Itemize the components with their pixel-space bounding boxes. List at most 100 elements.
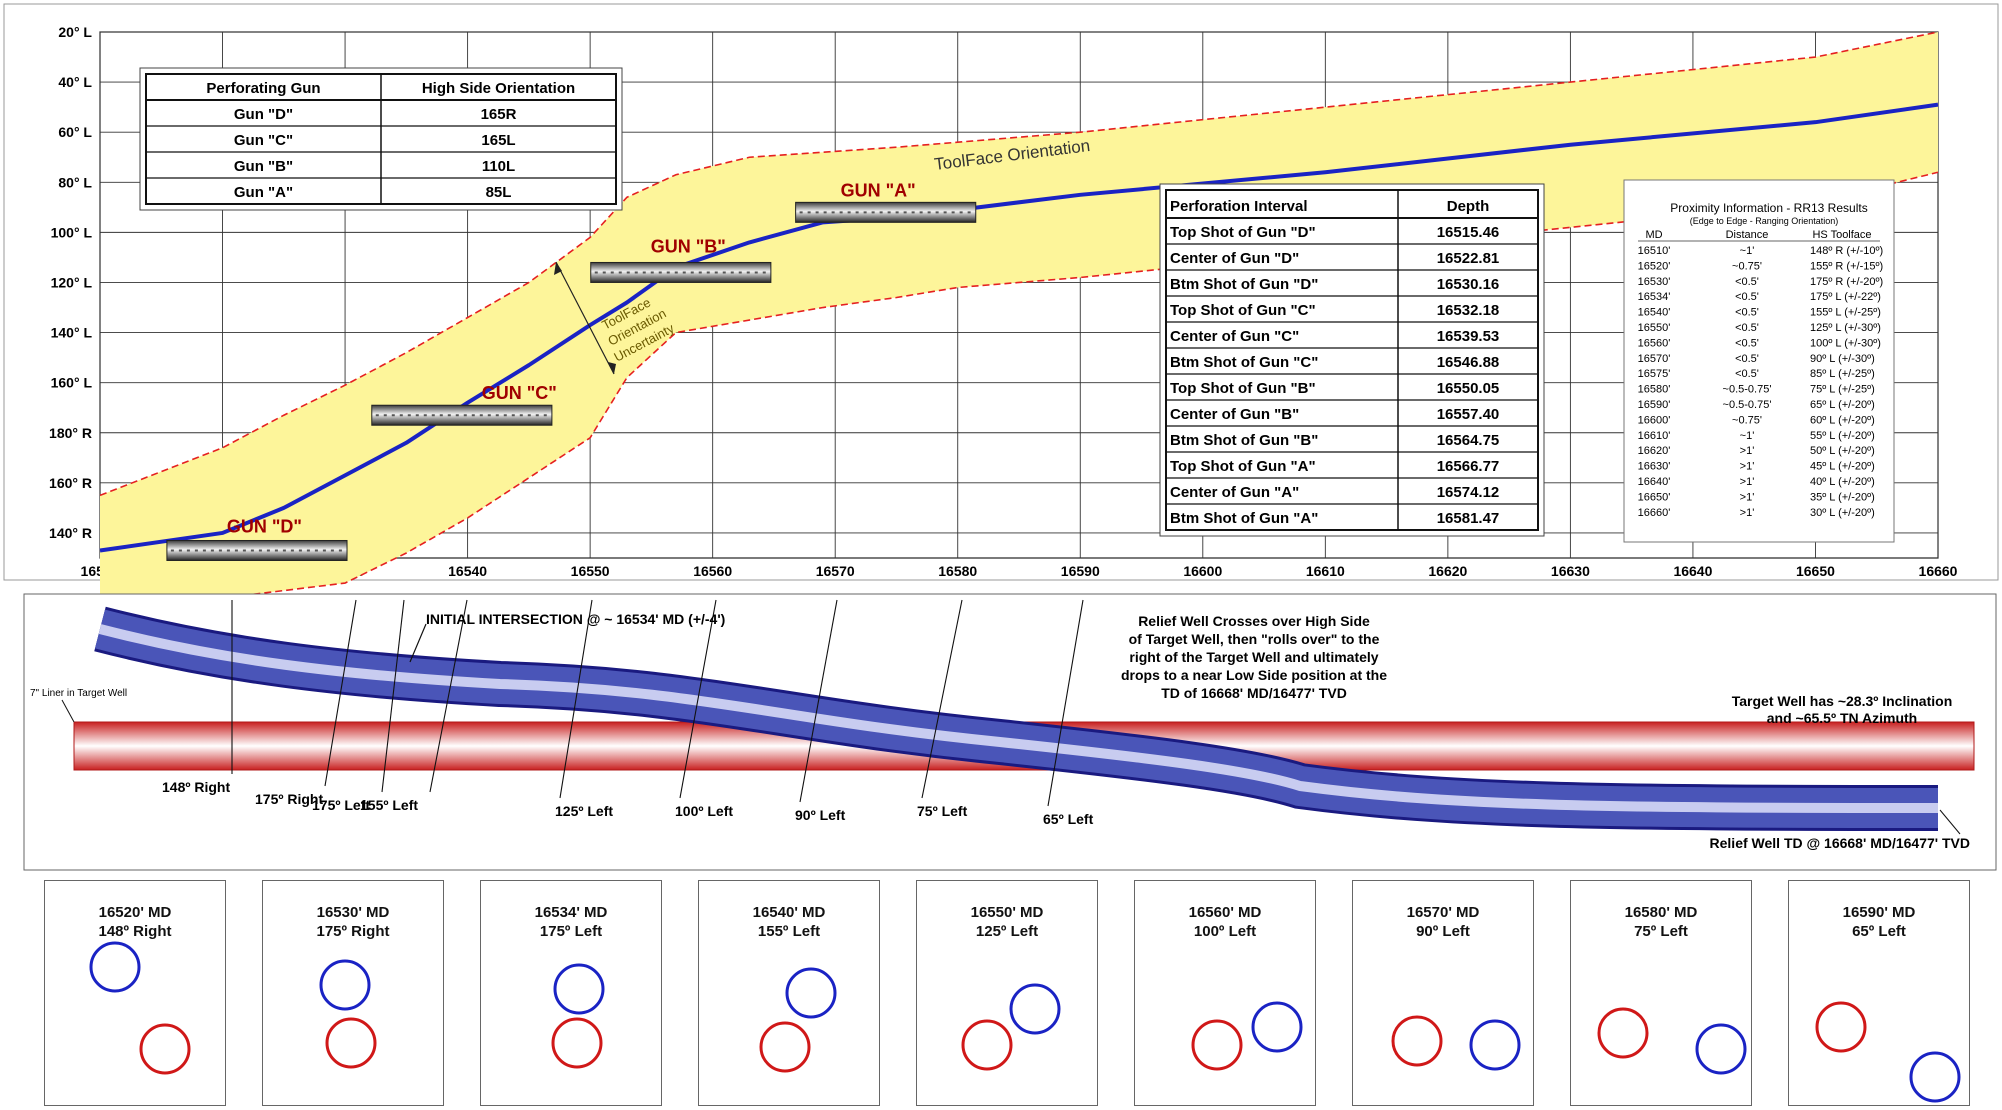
cross-section-md: 16560' MD	[1188, 904, 1262, 921]
cross-section-orientation: 148º Right	[98, 923, 172, 940]
proximity-header: HS Toolface	[1812, 229, 1871, 241]
proximity-cell: 16580'	[1638, 384, 1671, 396]
perf-table-cell: Top Shot of Gun "B"	[1170, 380, 1316, 397]
y-tick-label: 40° L	[58, 74, 92, 90]
cross-section-md: 16570' MD	[1406, 904, 1480, 921]
target-well-circle	[1391, 1015, 1443, 1067]
relief-well-circle	[89, 941, 141, 993]
proximity-cell: <0.5'	[1735, 276, 1759, 288]
proximity-cell: >1'	[1740, 461, 1755, 473]
proximity-cell: >1'	[1740, 491, 1755, 503]
proximity-cell: ~0.75'	[1732, 414, 1762, 426]
proximity-cell: 175º R (+/-20º)	[1810, 276, 1883, 288]
perf-table-cell: 16557.40	[1437, 406, 1500, 423]
cross-section-drawing	[759, 967, 837, 1073]
orientation-label: 100º Left	[675, 803, 733, 819]
cross-section-orientation: 155º Left	[757, 923, 821, 940]
proximity-cell: 16540'	[1638, 307, 1671, 319]
gun-body	[371, 404, 553, 426]
gun-table-cell: Gun "A"	[234, 184, 293, 201]
perf-table-cell: 16550.05	[1437, 380, 1500, 397]
band-upper-edge	[99, 31, 1939, 497]
proximity-cell: 16650'	[1638, 491, 1671, 503]
proximity-box	[1623, 179, 1895, 543]
td-label: Relief Well TD @ 16668' MD/16477' TVD	[1710, 835, 1970, 851]
proximity-cell: 35º L (+/-20º)	[1810, 491, 1875, 503]
gun-table-header: Perforating Gun	[206, 80, 320, 97]
perf-table-cell: Center of Gun "C"	[1170, 328, 1299, 345]
perf-table-cell: Center of Gun "B"	[1170, 406, 1299, 423]
crossing-note: drops to a near Low Side position at the	[1121, 667, 1387, 683]
y-tick-label: 160° R	[49, 475, 92, 491]
proximity-cell: <0.5'	[1735, 307, 1759, 319]
y-tick-label: 120° L	[51, 274, 93, 290]
relief-well-circle	[553, 963, 605, 1015]
orientation-tick	[921, 599, 963, 799]
proximity-cell: 16610'	[1638, 430, 1671, 442]
cross-section-orientation: 90º Left	[1416, 923, 1470, 940]
proximity-cell: 16570'	[1638, 353, 1671, 365]
perforating-gun	[590, 261, 772, 283]
cross-section-drawing	[1191, 1001, 1303, 1071]
perforating-gun	[795, 201, 977, 223]
y-tick-label: 80° L	[58, 174, 92, 190]
orientation-tick	[559, 599, 593, 799]
target-well-circle	[1191, 1019, 1243, 1071]
relief-well-circle	[1695, 1023, 1747, 1075]
relief-well-circle	[1009, 983, 1061, 1035]
target-well-circle	[325, 1017, 377, 1069]
cross-section-panel: 16560' MD 100º Left	[1134, 880, 1316, 1106]
proximity-cell: <0.5'	[1735, 368, 1759, 380]
target-well-circle	[961, 1019, 1013, 1071]
x-tick-label: 16560	[693, 563, 732, 579]
orientation-tick	[429, 599, 468, 793]
cross-section-orientation: 75º Left	[1634, 923, 1688, 940]
cross-section-md: 16534' MD	[534, 904, 608, 921]
proximity-cell: ~0.75'	[1732, 260, 1762, 272]
cross-section-drawing	[961, 983, 1061, 1071]
gun-table-cell: Gun "D"	[234, 106, 293, 123]
gun-body	[166, 539, 348, 561]
cross-section-orientation: 100º Left	[1193, 923, 1257, 940]
proximity-cell: 148º R (+/-10º)	[1810, 245, 1883, 257]
arrow-head-top	[554, 262, 562, 275]
orientation-label: 75º Left	[917, 803, 968, 819]
perf-table-cell: 16581.47	[1437, 510, 1500, 527]
intersection-label: INITIAL INTERSECTION @ ~ 16534' MD (+/-4…	[426, 611, 725, 627]
cross-section-drawing	[89, 941, 191, 1075]
proximity-cell: 16560'	[1638, 337, 1671, 349]
gun-label: GUN "A"	[841, 180, 916, 200]
target-well-circle	[1597, 1007, 1649, 1059]
x-tick-label: 16570	[816, 563, 855, 579]
gun-table-cell: 165L	[481, 132, 515, 149]
orientation-label: 148º Right	[162, 779, 230, 795]
x-tick-label: 16640	[1673, 563, 1712, 579]
perf-table-cell: Center of Gun "A"	[1170, 484, 1299, 501]
proximity-cell: ~0.5-0.75'	[1723, 399, 1772, 411]
orientation-tick	[679, 599, 717, 799]
proximity-cell: 50º L (+/-20º)	[1810, 445, 1875, 457]
proximity-cell: ~1'	[1740, 430, 1755, 442]
cross-section-md: 16530' MD	[316, 904, 390, 921]
y-tick-label: 160° L	[51, 375, 93, 391]
x-tick-label: 16620	[1428, 563, 1467, 579]
crossing-note: right of the Target Well and ultimately	[1129, 649, 1378, 665]
orientation-label: 65º Left	[1043, 811, 1094, 827]
perf-table-cell: Top Shot of Gun "C"	[1170, 302, 1316, 319]
proximity-cell: 75º L (+/-25º)	[1810, 384, 1875, 396]
perf-table-cell: Btm Shot of Gun "D"	[1170, 276, 1318, 293]
proximity-cell: 16575'	[1638, 368, 1671, 380]
x-tick-label: 16600	[1183, 563, 1222, 579]
proximity-cell: 16630'	[1638, 461, 1671, 473]
liner-label: 7" Liner in Target Well	[30, 688, 127, 699]
proximity-cell: 100º L (+/-30º)	[1810, 337, 1881, 349]
cross-section-orientation: 125º Left	[975, 923, 1039, 940]
x-tick-label: 16650	[1796, 563, 1835, 579]
proximity-cell: 16534'	[1638, 291, 1671, 303]
